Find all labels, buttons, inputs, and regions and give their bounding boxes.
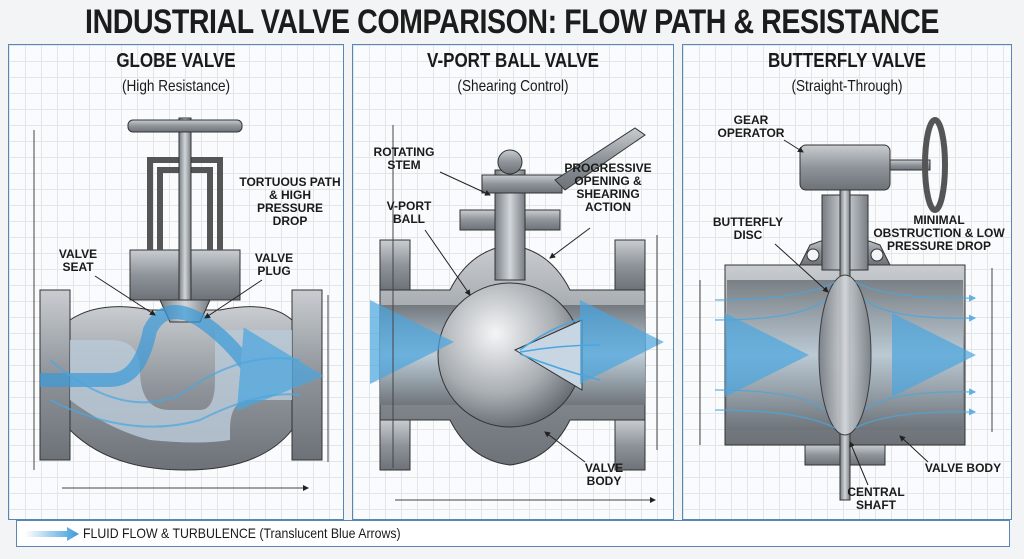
label-valve-body: VALVE BODY [584, 461, 624, 488]
butterfly-valve-drawing [699, 117, 993, 501]
diagram-title: INDUSTRIAL VALVE COMPARISON: FLOW PATH &… [85, 3, 939, 41]
panel-subtitle: (Straight-Through) [791, 78, 903, 95]
label-valve-body: VALVE BODY [924, 461, 1002, 475]
label-butterfly-disc: BUTTERFLY DISC [712, 215, 784, 242]
label-gear-operator: GEAR OPERATOR [717, 113, 785, 140]
panel-title: GLOBE VALVE [116, 50, 236, 72]
label-valve-plug: VALVE PLUG [254, 251, 294, 278]
label-shearing-action: PROGRESSIVE OPENING & SHEARING ACTION [564, 161, 652, 214]
legend: FLUID FLOW & TURBULENCE (Translucent Blu… [16, 520, 1010, 547]
globe-valve-drawing [33, 117, 329, 491]
label-central-shaft: CENTRAL SHAFT [847, 485, 905, 512]
label-valve-seat: VALVE SEAT [58, 247, 98, 274]
label-v-port-ball: V-PORT BALL [386, 199, 432, 226]
panel-subtitle: (Shearing Control) [457, 78, 569, 95]
label-minimal-obstruction: MINIMAL OBSTRUCTION & LOW PRESSURE DROP [873, 213, 1005, 253]
panel-subtitle: (High Resistance) [121, 78, 231, 95]
ball-valve-drawing [370, 125, 664, 503]
label-tortuous-path: TORTUOUS PATH & HIGH PRESSURE DROP [239, 175, 341, 228]
panel-title: BUTTERFLY VALVE [767, 50, 927, 72]
flow-arrow-icon [25, 527, 79, 541]
label-rotating-stem: ROTATING STEM [373, 145, 435, 172]
panel-title: V-PORT BALL VALVE [427, 50, 599, 72]
legend-text: FLUID FLOW & TURBULENCE (Translucent Blu… [83, 525, 401, 541]
